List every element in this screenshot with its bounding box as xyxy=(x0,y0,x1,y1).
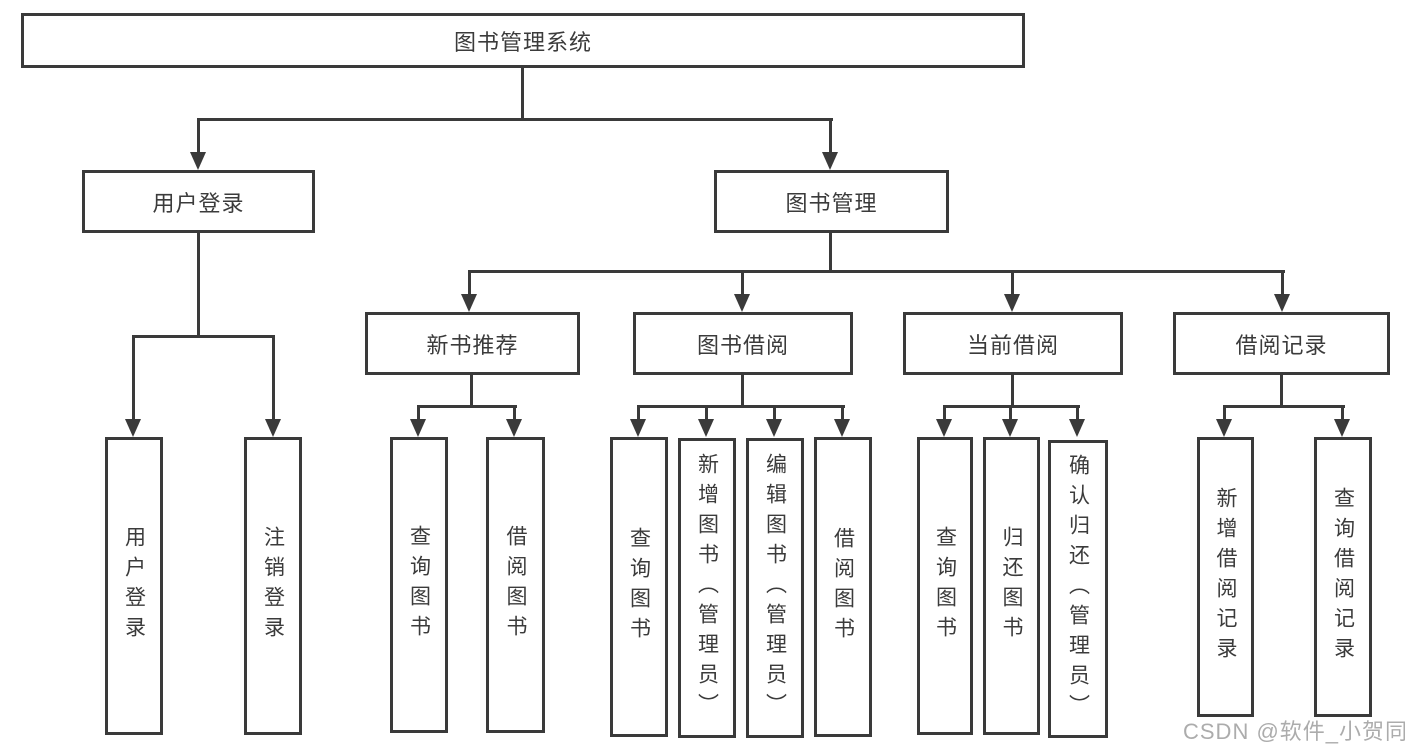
connector-line xyxy=(637,405,845,408)
node-label: 查询图书 xyxy=(627,527,651,647)
node-label: 查询借阅记录 xyxy=(1331,487,1355,667)
node-label: 图书借阅 xyxy=(696,332,789,358)
leaf-query-borrow-record: 查询借阅记录 xyxy=(1314,437,1372,717)
connector-line xyxy=(132,335,135,421)
node-label: 用户登录 xyxy=(122,526,146,646)
connector-line xyxy=(637,405,640,421)
leaf-add-borrow-record: 新增借阅记录 xyxy=(1197,437,1254,717)
connector-line xyxy=(829,233,832,273)
arrow-down-icon xyxy=(410,419,426,437)
arrow-down-icon xyxy=(1216,419,1232,437)
connector-line xyxy=(468,270,471,296)
leaf-confirm-return-admin: 确认归还（管理员） xyxy=(1048,440,1108,738)
leaf-borrow-books-2: 借阅图书 xyxy=(814,437,872,737)
connector-line xyxy=(841,405,844,421)
arrow-down-icon xyxy=(822,152,838,170)
connector-line xyxy=(197,118,833,121)
leaf-add-books-admin: 新增图书（管理员） xyxy=(678,438,736,738)
arrow-down-icon xyxy=(630,419,646,437)
connector-line xyxy=(1281,270,1284,296)
node-label: 当前借阅 xyxy=(966,332,1059,358)
node-label: 借阅记录 xyxy=(1235,332,1328,358)
node-label: 编辑图书（管理员） xyxy=(763,453,787,723)
arrow-down-icon xyxy=(1274,294,1290,312)
leaf-query-books-2: 查询图书 xyxy=(610,437,668,737)
connector-line xyxy=(1011,270,1014,296)
connector-line xyxy=(470,375,473,407)
arrow-down-icon xyxy=(190,152,206,170)
csdn-watermark: CSDN @软件_小贺同学 xyxy=(1183,719,1405,744)
connector-line xyxy=(1223,405,1345,408)
arrow-down-icon xyxy=(766,419,782,437)
node-root-book-management-system: 图书管理系统 xyxy=(21,13,1025,68)
node-label: 归还图书 xyxy=(1000,526,1023,646)
connector-line xyxy=(197,118,200,154)
connector-line xyxy=(1011,375,1014,407)
arrow-down-icon xyxy=(125,419,141,437)
node-label: 图书管理 xyxy=(785,190,878,216)
arrow-down-icon xyxy=(265,419,281,437)
connector-line xyxy=(1223,405,1226,421)
connector-line xyxy=(521,68,524,121)
connector-line xyxy=(829,118,832,154)
connector-line xyxy=(1341,405,1344,421)
arrow-down-icon xyxy=(734,294,750,312)
arrow-down-icon xyxy=(1069,419,1085,437)
connector-line xyxy=(1009,405,1012,421)
connector-line xyxy=(132,335,275,338)
connector-line xyxy=(943,405,946,421)
connector-line xyxy=(272,335,275,421)
node-new-book-recommend: 新书推荐 xyxy=(365,312,580,375)
node-borrow-records: 借阅记录 xyxy=(1173,312,1390,375)
leaf-query-books-1: 查询图书 xyxy=(390,437,448,733)
node-label: 查询图书 xyxy=(407,525,431,645)
arrow-down-icon xyxy=(1004,294,1020,312)
leaf-borrow-books-1: 借阅图书 xyxy=(486,437,545,733)
connector-line xyxy=(741,375,744,407)
arrow-down-icon xyxy=(1334,419,1350,437)
node-label: 新增图书（管理员） xyxy=(695,453,719,723)
connector-line xyxy=(197,233,200,338)
connector-line xyxy=(417,405,517,408)
arrow-down-icon xyxy=(698,419,714,437)
node-book-management: 图书管理 xyxy=(714,170,949,233)
connector-line xyxy=(468,270,1285,273)
arrow-down-icon xyxy=(506,419,522,437)
connector-line xyxy=(773,405,776,421)
arrow-down-icon xyxy=(936,419,952,437)
node-label: 查询图书 xyxy=(933,526,957,646)
connector-line xyxy=(513,405,516,421)
node-book-borrowing: 图书借阅 xyxy=(633,312,853,375)
leaf-return-books: 归还图书 xyxy=(983,437,1040,735)
node-label: 注销登录 xyxy=(261,526,285,646)
arrow-down-icon xyxy=(834,419,850,437)
connector-line xyxy=(741,270,744,296)
arrow-down-icon xyxy=(461,294,477,312)
connector-line xyxy=(417,405,420,421)
node-label: 借阅图书 xyxy=(831,527,855,647)
connector-line xyxy=(705,405,708,421)
node-label: 用户登录 xyxy=(152,190,245,216)
connector-line xyxy=(1076,405,1079,421)
leaf-edit-books-admin: 编辑图书（管理员） xyxy=(746,438,804,738)
node-user-login: 用户登录 xyxy=(82,170,315,233)
node-label: 新增借阅记录 xyxy=(1214,487,1237,667)
leaf-user-login: 用户登录 xyxy=(105,437,163,735)
arrow-down-icon xyxy=(1002,419,1018,437)
node-label: 确认归还（管理员） xyxy=(1066,454,1090,724)
leaf-logout: 注销登录 xyxy=(244,437,302,735)
connector-line xyxy=(1280,375,1283,407)
node-label: 借阅图书 xyxy=(504,525,527,645)
leaf-query-books-3: 查询图书 xyxy=(917,437,973,735)
node-current-borrowing: 当前借阅 xyxy=(903,312,1123,375)
node-label: 新书推荐 xyxy=(426,332,519,358)
node-label: 图书管理系统 xyxy=(453,29,592,55)
